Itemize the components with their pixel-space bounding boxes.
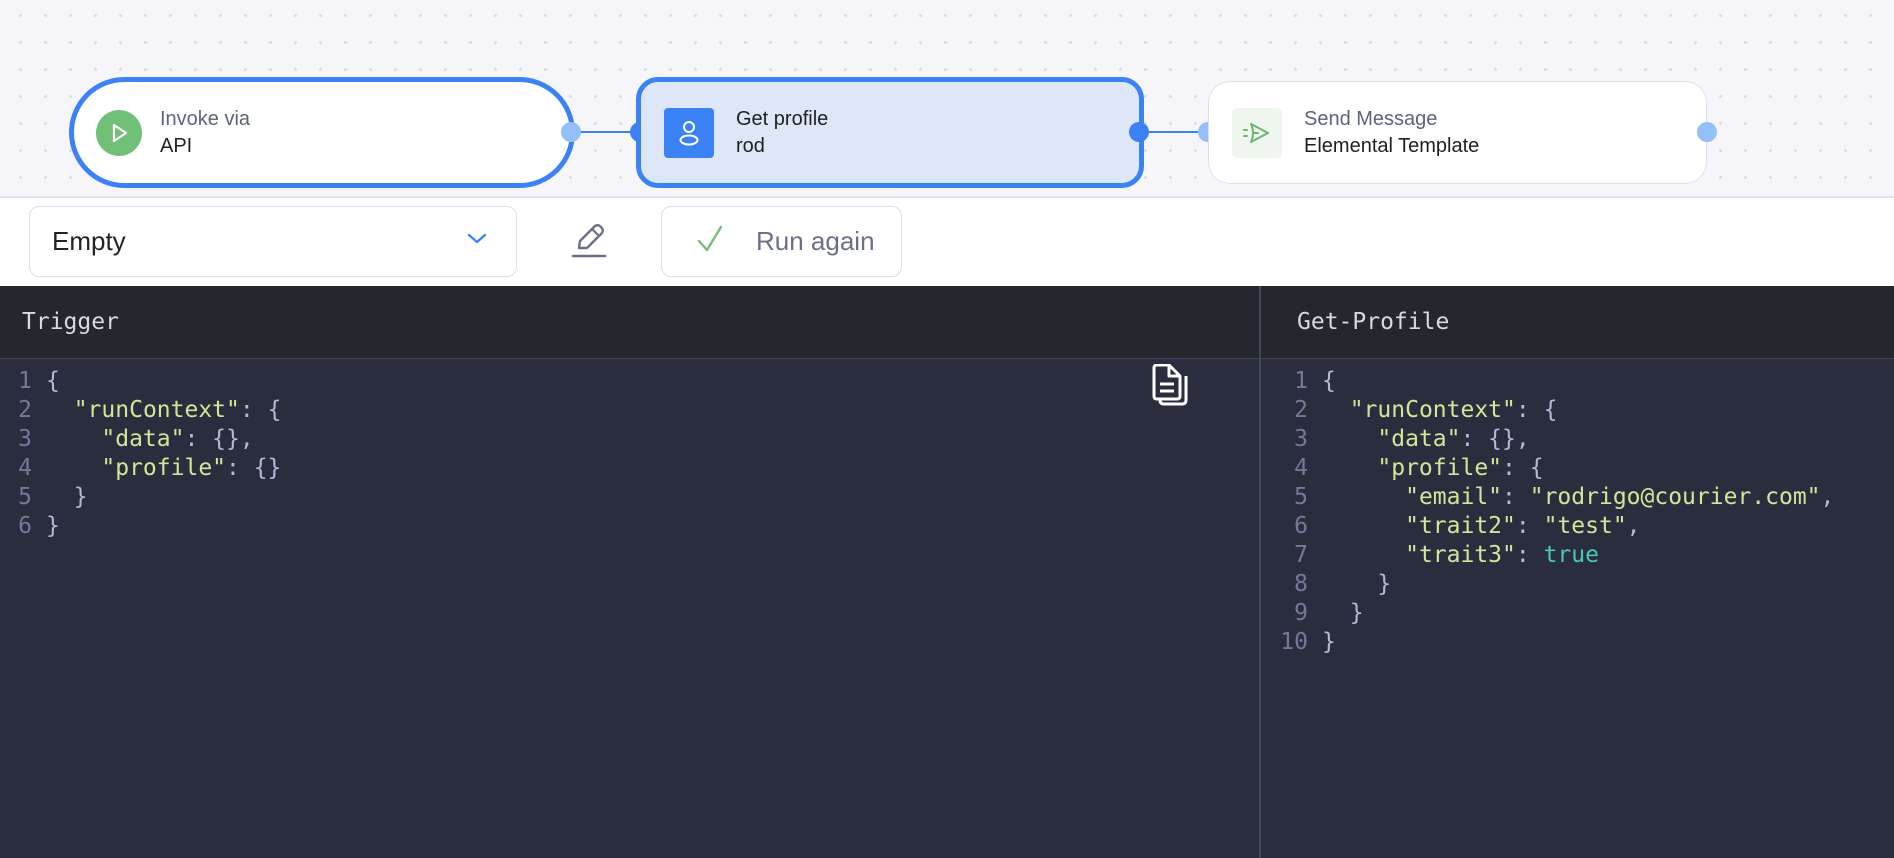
- node-type-label: Send Message: [1304, 107, 1438, 130]
- trigger-json-viewer[interactable]: 1{2 "runContext": {3 "data": {},4 "profi…: [0, 359, 1259, 541]
- code-line: 10}: [1261, 628, 1894, 657]
- line-number: 2: [18, 397, 32, 423]
- code-text: "email": "rodrigo@courier.com",: [1405, 484, 1835, 510]
- code-text: "data": {},: [101, 426, 254, 452]
- code-line: 6 "trait2": "test",: [1261, 512, 1894, 541]
- get-profile-json-viewer[interactable]: 1{2 "runContext": {3 "data": {},4 "profi…: [1261, 359, 1894, 657]
- code-text: {: [1322, 368, 1336, 394]
- panel-title: Trigger: [0, 286, 1259, 359]
- node-invoke-via-api[interactable]: Invoke via API: [69, 77, 575, 188]
- code-text: "profile": {: [1377, 455, 1544, 481]
- code-text: }: [1322, 629, 1336, 655]
- pencil-icon: [569, 220, 609, 265]
- node-type-label: Invoke via: [160, 107, 251, 130]
- line-number: 5: [1294, 484, 1308, 510]
- get-profile-panel: Get-Profile 1{2 "runContext": {3 "data":…: [1261, 286, 1894, 858]
- code-line: 4 "profile": {}: [0, 454, 1259, 483]
- run-again-button[interactable]: Run again: [661, 206, 902, 277]
- line-number: 8: [1294, 571, 1308, 597]
- code-line: 3 "data": {},: [0, 425, 1259, 454]
- user-icon: [664, 107, 714, 158]
- flow-canvas[interactable]: Invoke via API Get profile rod: [0, 0, 1894, 198]
- output-handle-send-message[interactable]: [1697, 122, 1717, 142]
- line-number: 6: [1294, 513, 1308, 539]
- line-number: 4: [18, 455, 32, 481]
- code-line: 8 }: [1261, 570, 1894, 599]
- copy-document-icon: [1150, 363, 1188, 413]
- line-number: 1: [1294, 368, 1308, 394]
- line-number: 5: [18, 484, 32, 510]
- code-text: "data": {},: [1377, 426, 1530, 452]
- line-number: 10: [1280, 629, 1308, 655]
- line-number: 3: [18, 426, 32, 452]
- code-text: {: [46, 368, 60, 394]
- line-number: 7: [1294, 542, 1308, 568]
- node-name-label: Elemental Template: [1304, 134, 1480, 157]
- code-text: "trait3": true: [1405, 542, 1599, 568]
- edge-invoke-to-profile: [580, 131, 642, 133]
- line-number: 1: [18, 368, 32, 394]
- send-icon: [1232, 107, 1282, 158]
- code-text: "profile": {}: [101, 455, 282, 481]
- output-handle-invoke[interactable]: [561, 122, 581, 142]
- edge-profile-to-send: [1148, 131, 1210, 133]
- node-name-label: rod: [736, 134, 765, 157]
- code-text: }: [46, 513, 60, 539]
- trigger-panel: Trigger 1{2 "runContext": {3 "data": {},…: [0, 286, 1259, 858]
- panel-divider[interactable]: [1259, 286, 1261, 858]
- code-line: 2 "runContext": {: [0, 396, 1259, 425]
- code-text: "runContext": {: [1349, 397, 1558, 423]
- code-text: }: [46, 484, 88, 510]
- code-text: }: [1322, 600, 1364, 626]
- line-number: 9: [1294, 600, 1308, 626]
- node-send-message[interactable]: Send Message Elemental Template: [1208, 81, 1707, 184]
- panel-title: Get-Profile: [1261, 286, 1894, 359]
- select-value: Empty: [52, 226, 126, 256]
- code-line: 2 "runContext": {: [1261, 396, 1894, 425]
- code-text: }: [1322, 571, 1392, 597]
- code-text: "runContext": {: [73, 397, 282, 423]
- code-line: 1{: [1261, 367, 1894, 396]
- code-line: 7 "trait3": true: [1261, 541, 1894, 570]
- line-number: 3: [1294, 426, 1308, 452]
- line-number: 2: [1294, 397, 1308, 423]
- code-line: 3 "data": {},: [1261, 425, 1894, 454]
- node-name-label: API: [160, 134, 193, 157]
- line-number: 6: [18, 513, 32, 539]
- code-line: 1{: [0, 367, 1259, 396]
- code-line: 5 }: [0, 483, 1259, 512]
- code-line: 6}: [0, 512, 1259, 541]
- chevron-down-icon: [466, 232, 488, 251]
- node-get-profile[interactable]: Get profile rod: [636, 77, 1144, 188]
- run-again-label: Run again: [756, 226, 875, 256]
- node-type-label: Get profile: [736, 107, 829, 130]
- code-text: "trait2": "test",: [1405, 513, 1641, 539]
- code-line: 4 "profile": {: [1261, 454, 1894, 483]
- code-line: 5 "email": "rodrigo@courier.com",: [1261, 483, 1894, 512]
- output-handle-get-profile[interactable]: [1129, 122, 1149, 142]
- run-toolbar: Empty Run again: [0, 198, 1894, 286]
- play-icon: [96, 109, 142, 156]
- edit-button[interactable]: [566, 220, 612, 264]
- copy-button[interactable]: [1150, 363, 1188, 413]
- line-number: 4: [1294, 455, 1308, 481]
- checkmark-icon: [696, 224, 726, 259]
- test-event-select[interactable]: Empty: [29, 206, 517, 277]
- code-line: 9 }: [1261, 599, 1894, 628]
